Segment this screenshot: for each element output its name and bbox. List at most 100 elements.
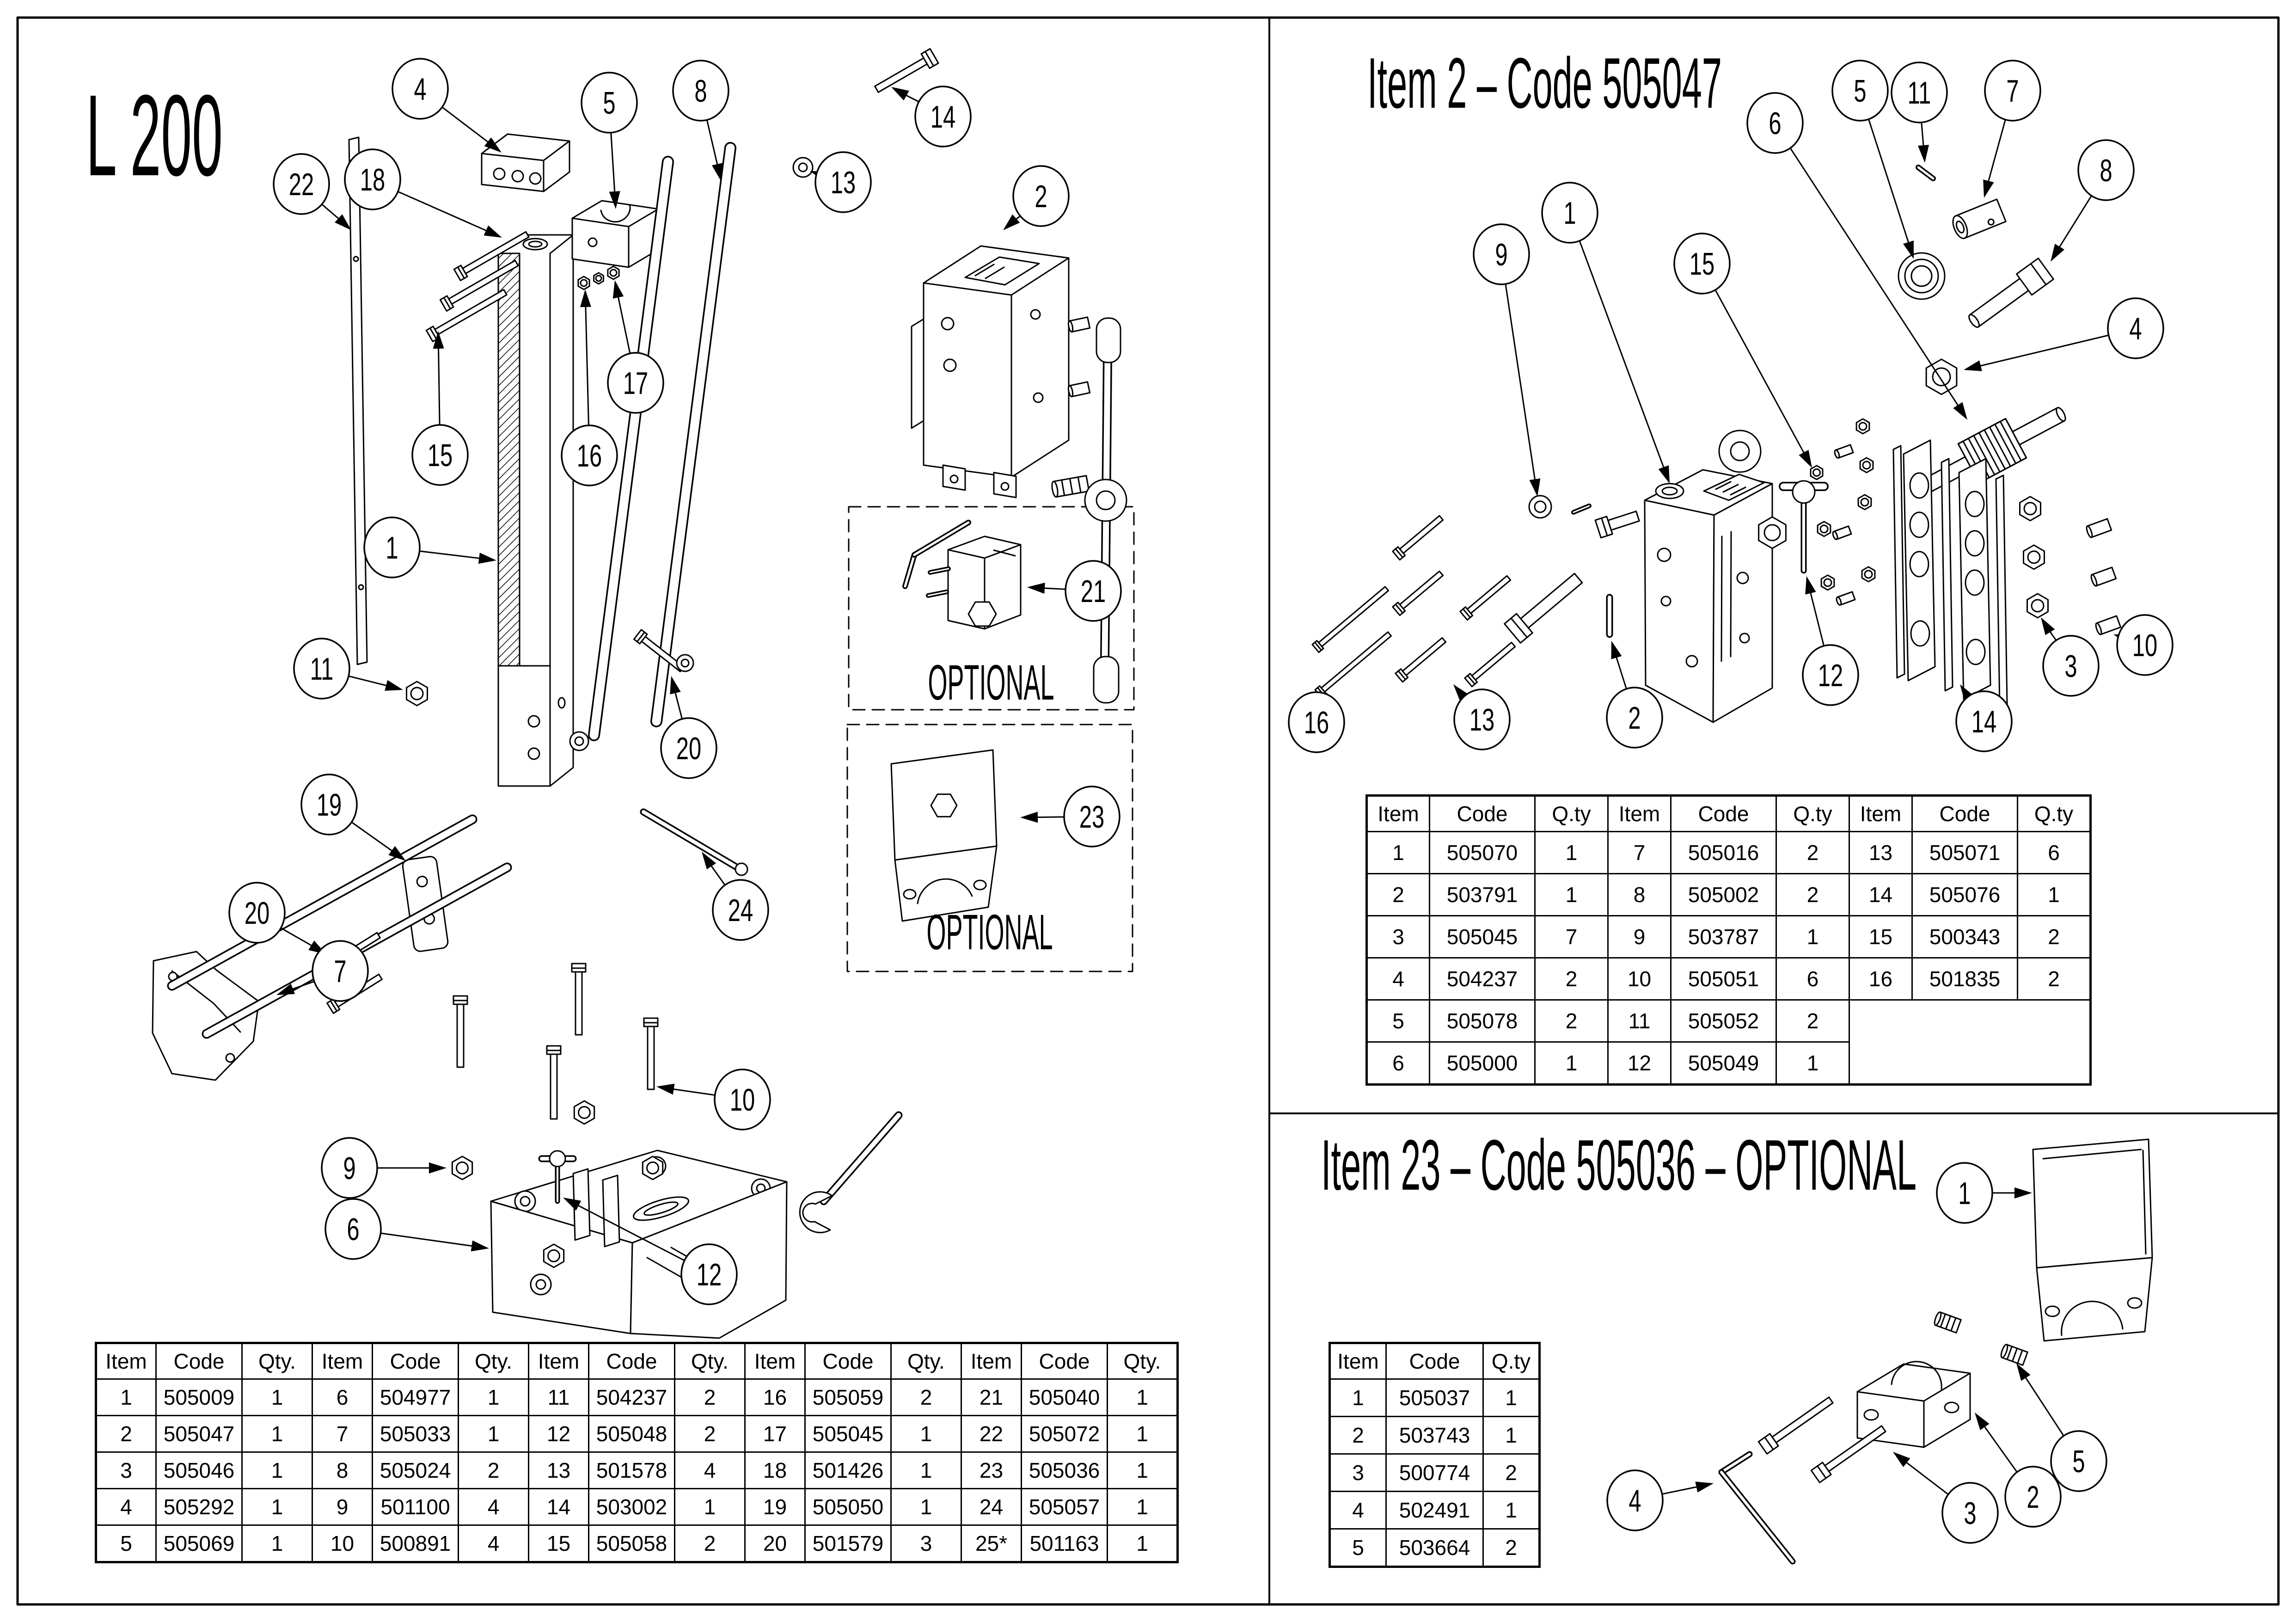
table-cell: 2 — [95, 1415, 157, 1453]
svg-text:4: 4 — [414, 71, 426, 107]
table-cell: 1 — [1482, 1416, 1540, 1455]
table-cell: 1 — [241, 1378, 313, 1416]
table-cell: 20 — [744, 1524, 806, 1563]
svg-text:5: 5 — [603, 85, 615, 121]
svg-text:12: 12 — [697, 1257, 722, 1292]
svg-text:8: 8 — [2100, 153, 2112, 188]
table-cell: 18 — [744, 1451, 806, 1489]
table-cell: 505070 — [1429, 831, 1536, 874]
table-cell: 4 — [1329, 1491, 1387, 1530]
rack-column — [497, 234, 574, 787]
svg-text:9: 9 — [343, 1150, 355, 1186]
table-cell: 16 — [1849, 957, 1913, 1001]
table-cell: 505048 — [588, 1415, 675, 1453]
table-cell: 505036 — [1021, 1451, 1108, 1489]
table-cell: 9 — [312, 1488, 373, 1526]
table-cell: 4 — [674, 1451, 746, 1489]
table-cell: 1 — [1482, 1378, 1540, 1417]
svg-text:3: 3 — [1964, 1495, 1976, 1531]
table-cell: 21 — [961, 1378, 1022, 1416]
svg-text:24: 24 — [728, 892, 753, 928]
table-cell: 10 — [312, 1524, 373, 1563]
table-cell: 14 — [528, 1488, 589, 1526]
item2-title: Item 2 – Code 505047 — [1367, 43, 1722, 123]
optional-box-21 — [848, 506, 1135, 711]
table-cell: 2 — [674, 1524, 746, 1563]
svg-text:6: 6 — [1769, 105, 1781, 141]
svg-text:5: 5 — [2072, 1444, 2085, 1479]
table-cell: 505000 — [1429, 1041, 1536, 1085]
wrench — [799, 1111, 903, 1234]
table-cell: 1 — [241, 1451, 313, 1489]
svg-text:2: 2 — [2027, 1479, 2039, 1515]
table-cell — [2017, 1042, 2091, 1085]
table-cell: 505052 — [1670, 999, 1777, 1043]
table-cell: 505050 — [804, 1488, 892, 1526]
table-cell: 505059 — [804, 1378, 892, 1416]
table-cell: 2 — [2017, 915, 2091, 958]
table-cell: 13 — [1849, 831, 1913, 874]
svg-text:19: 19 — [317, 787, 342, 823]
svg-text:4: 4 — [1629, 1483, 1641, 1518]
table-cell: 11 — [1607, 999, 1671, 1043]
col-header: Item — [961, 1342, 1022, 1380]
svg-text:13: 13 — [831, 165, 856, 200]
pinion-gear-shaft — [1918, 407, 2066, 495]
table-cell: 24 — [961, 1488, 1022, 1526]
clamp-half — [1856, 1361, 1971, 1448]
table-cell: 501835 — [1911, 957, 2018, 1001]
svg-text:12: 12 — [1818, 657, 1843, 693]
svg-text:7: 7 — [2006, 73, 2019, 109]
table-cell: 501100 — [372, 1488, 459, 1526]
table-cell: 2 — [1776, 831, 1850, 874]
col-header: Item — [528, 1342, 589, 1380]
table-cell: 504237 — [1429, 957, 1536, 1001]
table-cell: 3 — [1329, 1453, 1387, 1492]
table-cell: 15 — [528, 1524, 589, 1563]
col-header: Qty. — [1107, 1342, 1178, 1380]
table-cell: 2 — [1482, 1453, 1540, 1492]
table-cell: 7 — [312, 1415, 373, 1453]
table-cell: 1 — [1776, 1041, 1850, 1085]
flat-strip — [348, 136, 368, 665]
table-cell: 505045 — [804, 1415, 892, 1453]
col-header: Code — [372, 1342, 459, 1380]
table-cell: 1 — [890, 1488, 962, 1526]
adapter-shaft — [1968, 258, 2054, 328]
table-cell: 505040 — [1021, 1378, 1108, 1416]
table-cell — [1849, 1000, 1912, 1042]
item23-title: Item 23 – Code 505036 – OPTIONAL — [1321, 1125, 1917, 1205]
table-cell: 3 — [95, 1451, 157, 1489]
optional-adapter-plate — [947, 535, 1022, 630]
table-cell: 503664 — [1385, 1528, 1484, 1567]
table-cell: 501579 — [804, 1524, 892, 1563]
table-cell: 19 — [744, 1488, 806, 1526]
table-cell: 13 — [528, 1451, 589, 1489]
table-cell: 12 — [528, 1415, 589, 1453]
optional-bracket-small — [890, 749, 998, 922]
table-cell: 503787 — [1670, 915, 1777, 958]
svg-text:11: 11 — [310, 651, 334, 687]
table-cell: 500343 — [1911, 915, 2018, 958]
table-cell: 1 — [241, 1488, 313, 1526]
table-cell: 1 — [458, 1415, 529, 1453]
bearing — [1898, 252, 1946, 300]
svg-text:2: 2 — [1628, 700, 1641, 736]
table-cell: 505072 — [1021, 1415, 1108, 1453]
table-cell: 505009 — [155, 1378, 243, 1416]
svg-text:21: 21 — [1081, 573, 1106, 609]
table-cell: 504977 — [372, 1378, 459, 1416]
table-cell: 5 — [1366, 999, 1430, 1043]
col-header: Qty. — [674, 1342, 746, 1380]
table-cell: 505016 — [1670, 831, 1777, 874]
table-cell: 5 — [1329, 1528, 1387, 1567]
table-cell: 9 — [1607, 915, 1671, 958]
table-cell: 4 — [95, 1488, 157, 1526]
